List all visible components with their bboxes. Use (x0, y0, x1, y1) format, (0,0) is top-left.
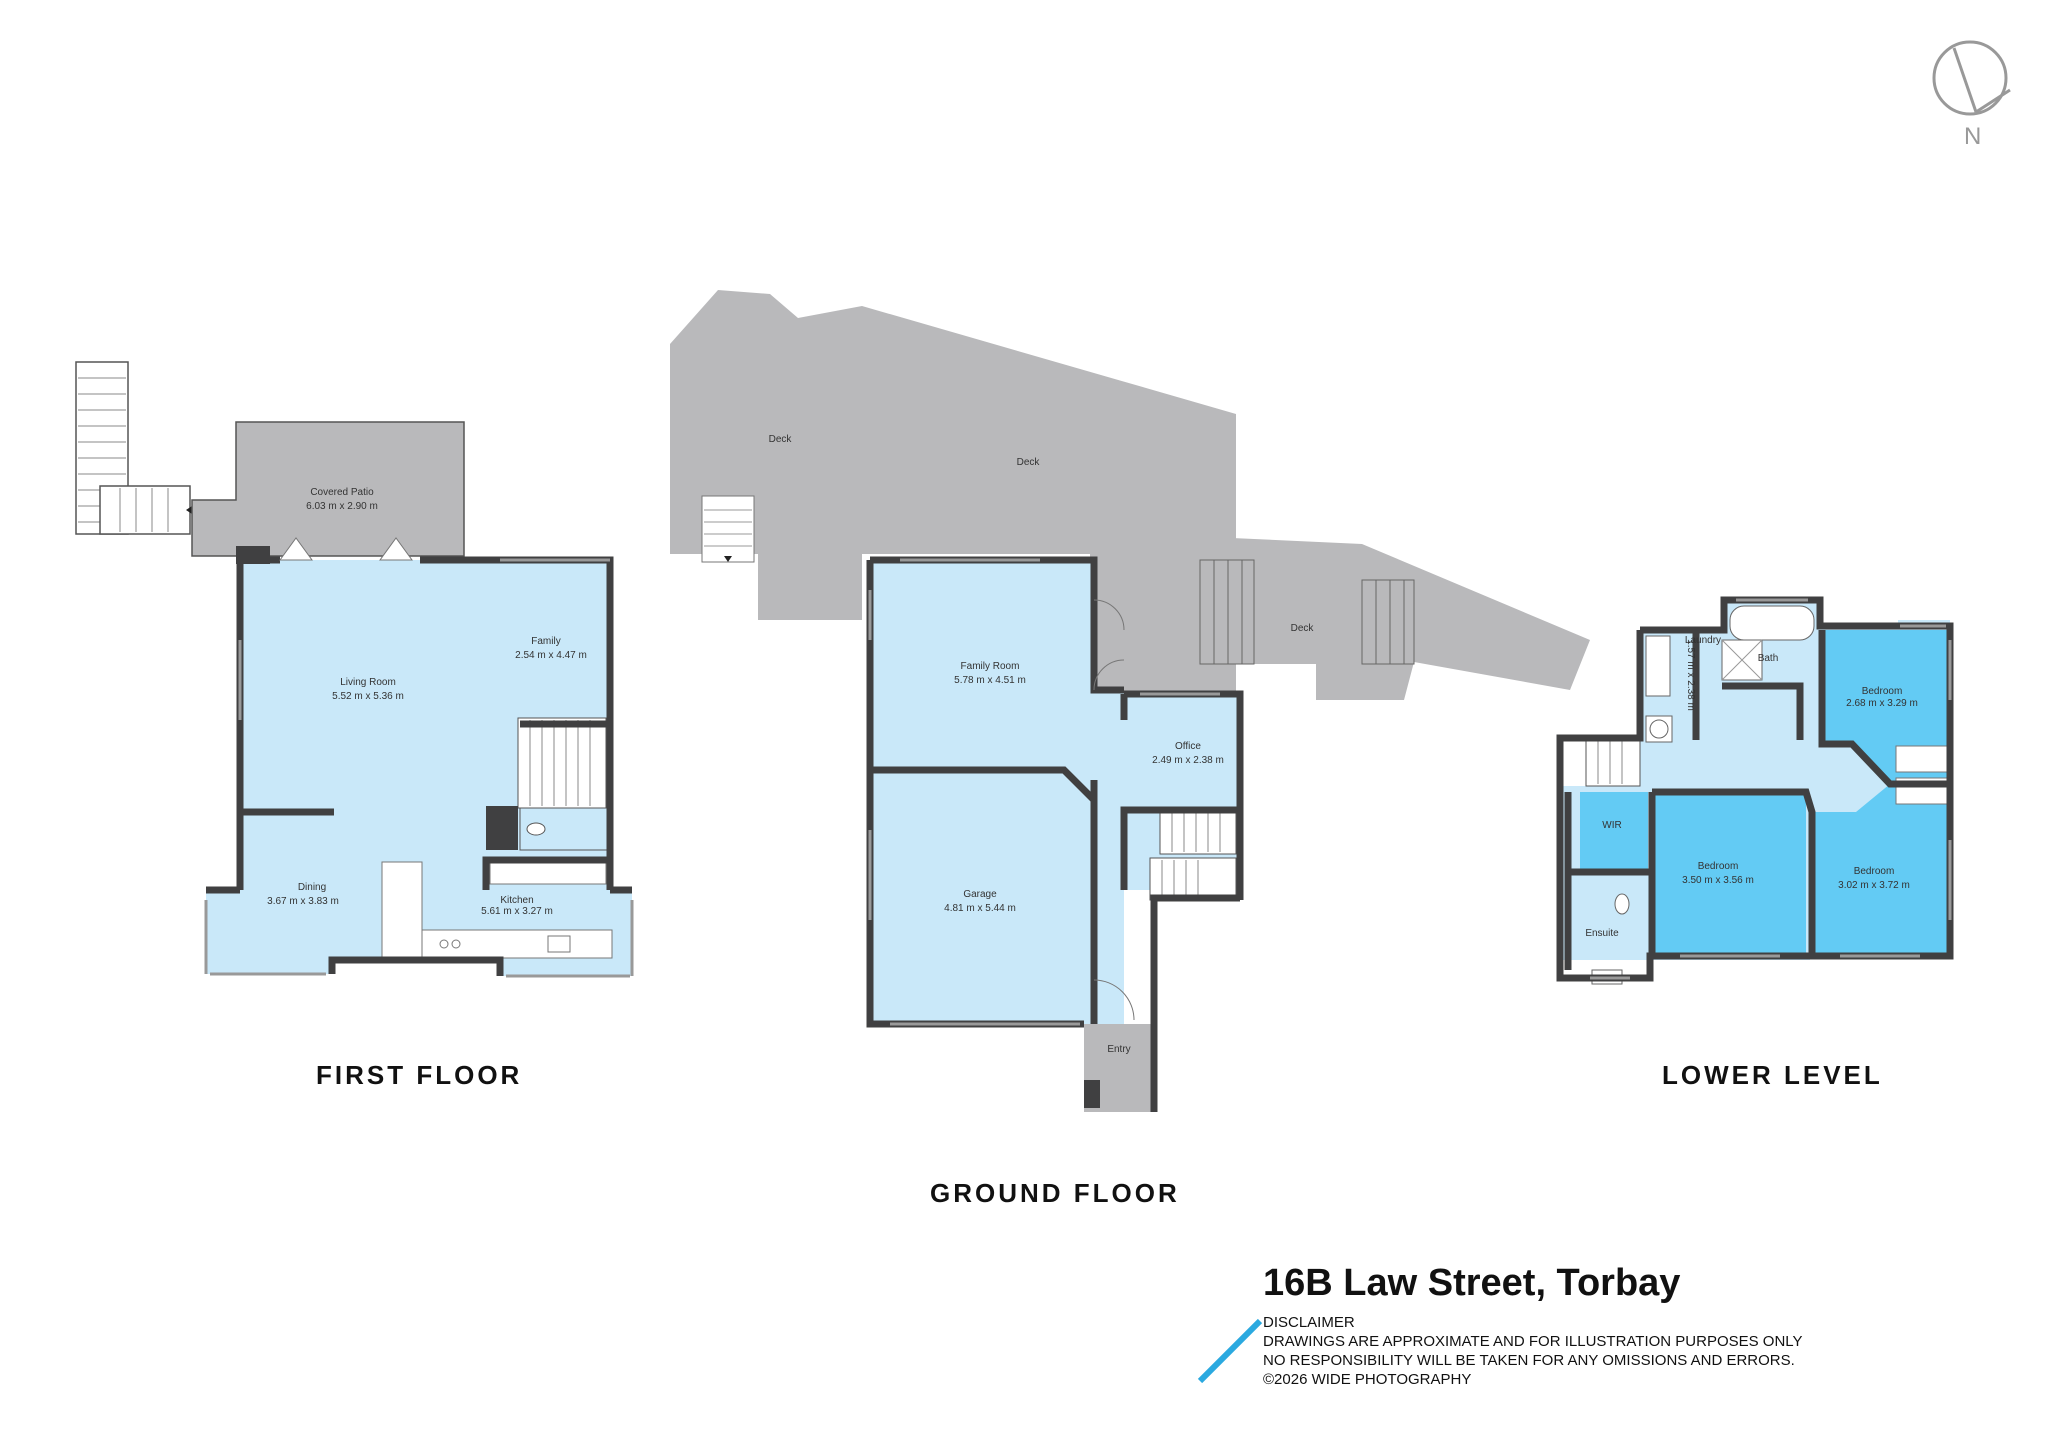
north-arrow-icon: N (1932, 40, 2011, 150)
bedroom-3 (1812, 784, 1950, 956)
room-label: Office (1175, 741, 1201, 752)
room-label: Laundry (1685, 635, 1721, 646)
copyright-line: ©2026 WIDE PHOTOGRAPHY (1263, 1371, 1472, 1388)
room-label: Covered Patio (310, 487, 374, 498)
room-label: Dining (298, 882, 326, 893)
room-label: Entry (1107, 1044, 1130, 1055)
first-floor-plan: Covered Patio 6.03 m x 2.90 m Family 2.5… (75, 361, 634, 978)
room-label: 2.54 m x 4.47 m (515, 650, 587, 661)
room-label: 5.52 m x 5.36 m (332, 691, 404, 702)
lower-level-title: LOWER LEVEL (1662, 1060, 1883, 1090)
room-label: Kitchen (500, 895, 533, 906)
room-label: 3.02 m x 3.72 m (1838, 880, 1910, 891)
room-label: Family (531, 636, 560, 647)
wir (1580, 792, 1648, 870)
room-label: Living Room (340, 677, 396, 688)
room-label: Deck (1017, 457, 1041, 468)
lower-level-plan: Laundry 1.57 m x 2.38 m Bath Bedroom 2.6… (1556, 596, 1954, 985)
disclaimer-line: DRAWINGS ARE APPROXIMATE AND FOR ILLUSTR… (1263, 1333, 1803, 1350)
north-label: N (1964, 123, 1981, 150)
room-label: 5.61 m x 3.27 m (481, 906, 553, 917)
covered-patio (191, 421, 465, 557)
room-label: Bedroom (1698, 861, 1739, 872)
first-floor-title: FIRST FLOOR (316, 1060, 523, 1090)
room-label: Deck (769, 434, 793, 445)
room-label: 6.03 m x 2.90 m (306, 501, 378, 512)
disclaimer-block: DISCLAIMER DRAWINGS ARE APPROXIMATE AND … (1263, 1313, 1803, 1389)
room-label: Garage (963, 889, 997, 900)
bedroom-2 (1652, 792, 1806, 956)
room-label: Bath (1758, 653, 1779, 664)
room-label: 3.67 m x 3.83 m (267, 896, 339, 907)
room-label: Bedroom (1862, 686, 1903, 697)
room-label: Deck (1291, 623, 1315, 634)
room-label: 2.49 m x 2.38 m (1152, 755, 1224, 766)
room-label: Bedroom (1854, 866, 1895, 877)
room-label: 5.78 m x 4.51 m (954, 675, 1026, 686)
disclaimer-line: NO RESPONSIBILITY WILL BE TAKEN FOR ANY … (1263, 1352, 1795, 1369)
ensuite (1570, 880, 1650, 960)
room-label: Family Room (961, 661, 1020, 672)
disclaimer-heading: DISCLAIMER (1263, 1314, 1355, 1331)
room-label: WIR (1602, 820, 1621, 831)
room-label: 4.81 m x 5.44 m (944, 903, 1016, 914)
room-label: Ensuite (1585, 928, 1619, 939)
office (1124, 694, 1240, 890)
room-label: 1.57 m x 2.38 m (1685, 639, 1696, 711)
brand-slash-icon (1197, 1318, 1263, 1383)
ground-floor-plan: Deck Deck Deck Family Room 5.78 m x 4.51… (670, 290, 1590, 1112)
property-address: 16B Law Street, Torbay (1263, 1262, 1681, 1304)
ground-floor-title: GROUND FLOOR (930, 1178, 1180, 1208)
room-label: 2.68 m x 3.29 m (1846, 698, 1918, 709)
ground-floor-interior (870, 560, 1154, 1112)
deck-left (670, 290, 862, 620)
room-label: 3.50 m x 3.56 m (1682, 875, 1754, 886)
